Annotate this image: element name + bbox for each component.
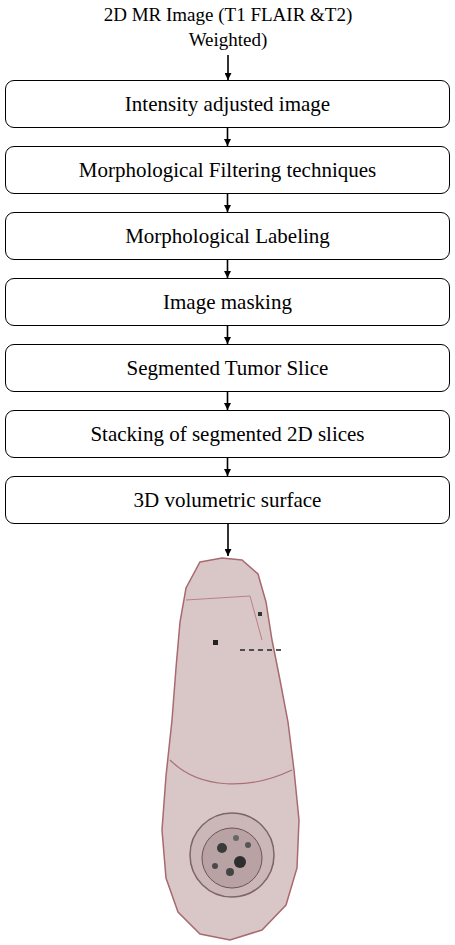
surface-mark — [258, 612, 262, 616]
box-label: 3D volumetric surface — [134, 488, 322, 512]
input-label: 2D MR Image (T1 FLAIR &T2) Weighted) — [83, 3, 373, 52]
core-speck — [217, 843, 227, 853]
tumor-core — [190, 813, 274, 897]
process-box: Stacking of segmented 2D slices — [5, 410, 450, 458]
process-box: Image masking — [5, 278, 450, 326]
surface-mark — [240, 649, 282, 651]
core-speck — [233, 835, 239, 841]
core-speck — [245, 842, 251, 848]
input-arrow — [227, 55, 229, 80]
flow-arrow — [227, 392, 229, 410]
surface-edge — [170, 760, 292, 784]
box-label: Image masking — [163, 290, 292, 314]
tumor-surface — [162, 558, 299, 940]
surface-mark — [213, 640, 218, 645]
flow-arrow — [227, 260, 229, 278]
box-label: Segmented Tumor Slice — [127, 356, 329, 380]
flow-arrow — [227, 194, 229, 212]
flow-arrow — [227, 326, 229, 344]
flow-arrow — [227, 458, 229, 476]
box-label: Intensity adjusted image — [125, 92, 330, 116]
box-label: Stacking of segmented 2D slices — [90, 422, 364, 446]
process-box: Segmented Tumor Slice — [5, 344, 450, 392]
process-box: Morphological Labeling — [5, 212, 450, 260]
output-arrow — [227, 522, 229, 556]
process-box: 3D volumetric surface — [5, 476, 450, 524]
tumor-core — [202, 828, 262, 888]
process-box: Intensity adjusted image — [5, 80, 450, 128]
process-box: Morphological Filtering techniques — [5, 146, 450, 194]
core-speck — [226, 868, 234, 876]
core-speck — [212, 863, 218, 869]
box-label: Morphological Filtering techniques — [79, 158, 376, 182]
core-speck — [234, 856, 246, 868]
flow-arrow — [227, 128, 229, 146]
box-label: Morphological Labeling — [125, 224, 330, 248]
surface-edge — [186, 596, 262, 640]
tumor-volume-render — [162, 558, 299, 940]
